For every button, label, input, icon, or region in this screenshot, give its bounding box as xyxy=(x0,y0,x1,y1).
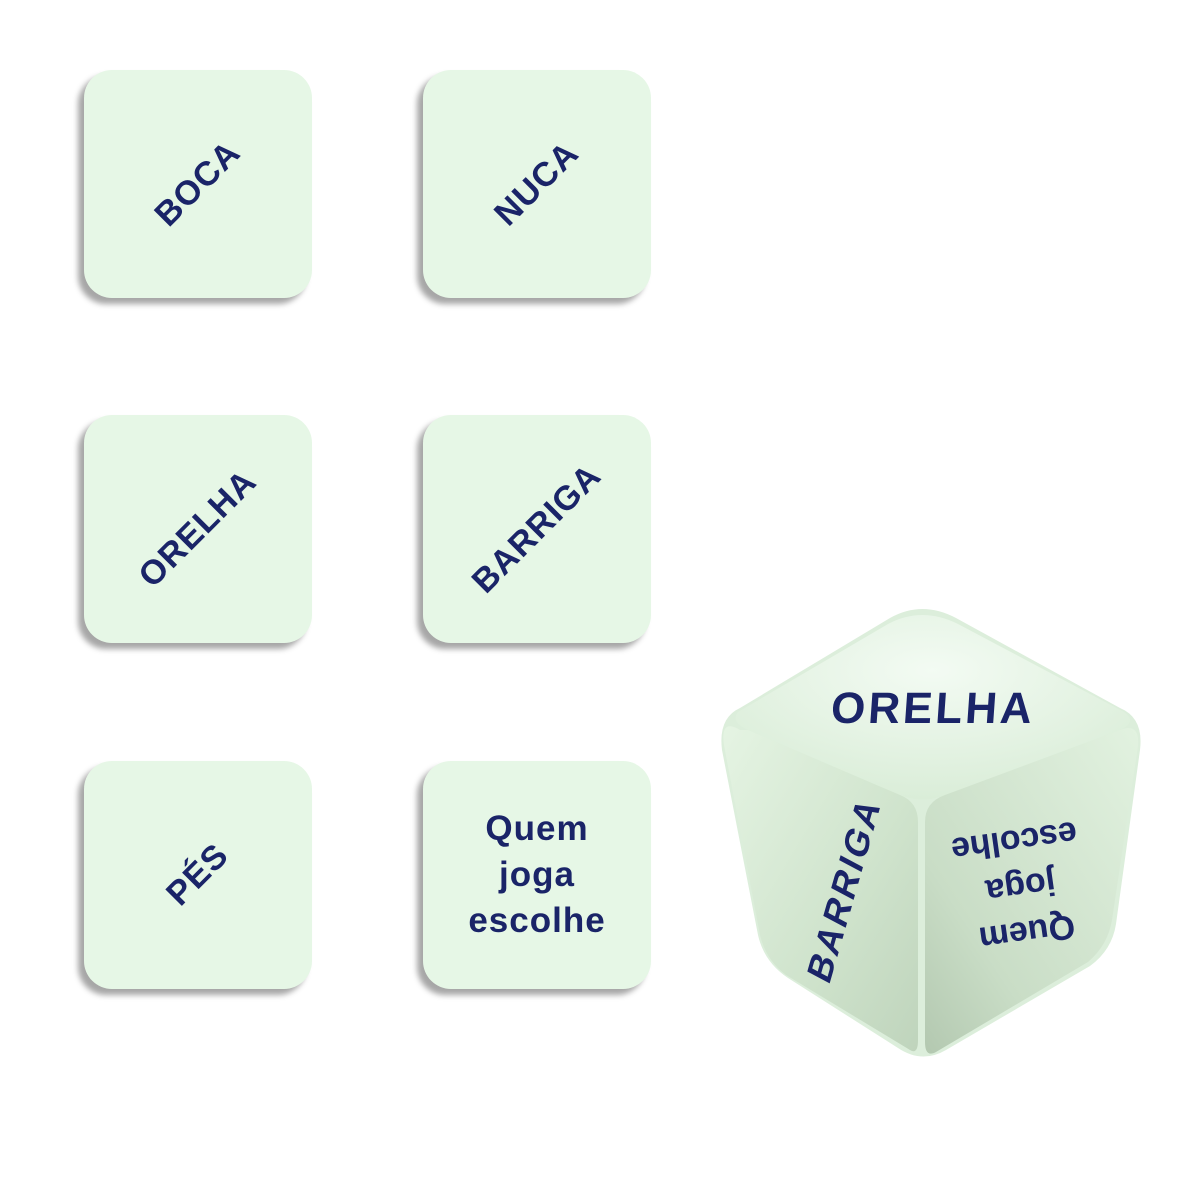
die-face-tile-orelha: ORELHA xyxy=(84,415,312,643)
die-right-face xyxy=(925,728,1139,1054)
rendered-die: ORELHA BARRIGA Quem joga escolhe xyxy=(721,609,1141,1057)
tile-label-line: escolhe xyxy=(468,901,606,940)
die-face-tile-quem-joga-escolhe: Quem joga escolhe xyxy=(423,761,651,989)
die-face-tile-nuca: NUCA xyxy=(423,70,651,298)
tile-label: BARRIGA xyxy=(464,456,609,601)
tile-label: NUCA xyxy=(487,134,587,234)
tile-label: BOCA xyxy=(147,133,248,234)
tile-label-line: joga xyxy=(499,855,575,894)
tile-label: PÉS xyxy=(159,836,237,914)
tile-label-line: Quem xyxy=(485,809,589,848)
die-face-tile-boca: BOCA xyxy=(84,70,312,298)
die-face-tile-pes: PÉS xyxy=(84,761,312,989)
die-top-label: ORELHA xyxy=(829,684,1036,733)
die-top-face xyxy=(735,615,1131,800)
die-face-tile-barriga: BARRIGA xyxy=(423,415,651,643)
tile-label: ORELHA xyxy=(131,462,264,595)
tile-label-stack: Quem joga escolhe xyxy=(468,806,605,944)
die-left-face xyxy=(723,726,918,1052)
